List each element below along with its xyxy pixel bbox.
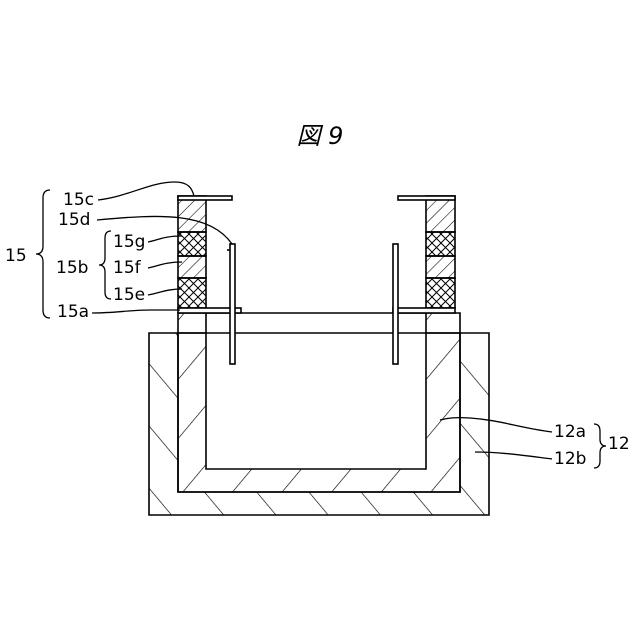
seal-layer-15f-left — [178, 256, 206, 278]
seal-layer-15e-right — [426, 278, 455, 308]
plate-15c-right — [398, 196, 455, 200]
brace-15b — [99, 231, 111, 299]
label-15f: 15f — [113, 258, 142, 278]
figure-title: 図 9 — [297, 122, 344, 150]
brace-15 — [36, 190, 50, 318]
fin-left — [230, 244, 235, 364]
seal-layer-15g-left — [178, 232, 206, 256]
leader-15a — [92, 310, 180, 313]
seal-layer-15d-left — [178, 196, 206, 232]
label-15a: 15a — [57, 302, 89, 322]
label-12a: 12a — [554, 422, 586, 442]
label-15: 15 — [5, 246, 27, 266]
plate-15c-left — [178, 196, 232, 200]
seal-layer-15g-right — [426, 232, 455, 256]
plate-15a-right — [393, 308, 455, 313]
label-15b: 15b — [56, 258, 88, 278]
label-15d: 15d — [58, 210, 90, 230]
brace-12 — [594, 424, 606, 468]
label-15g: 15g — [113, 232, 145, 252]
leader-15f — [148, 262, 182, 268]
inner-container-12a — [178, 313, 460, 492]
seal-layer-15e-left — [178, 278, 206, 308]
label-15e: 15e — [113, 285, 145, 305]
label-12b: 12b — [554, 449, 586, 469]
seal-layer-15f-right — [426, 256, 455, 278]
label-12: 12 — [608, 434, 630, 454]
leader-15e — [148, 289, 182, 295]
seal-layer-15d-right — [426, 196, 455, 232]
label-15c: 15c — [63, 190, 94, 210]
fin-right — [393, 244, 398, 364]
leader-15g — [148, 236, 182, 242]
